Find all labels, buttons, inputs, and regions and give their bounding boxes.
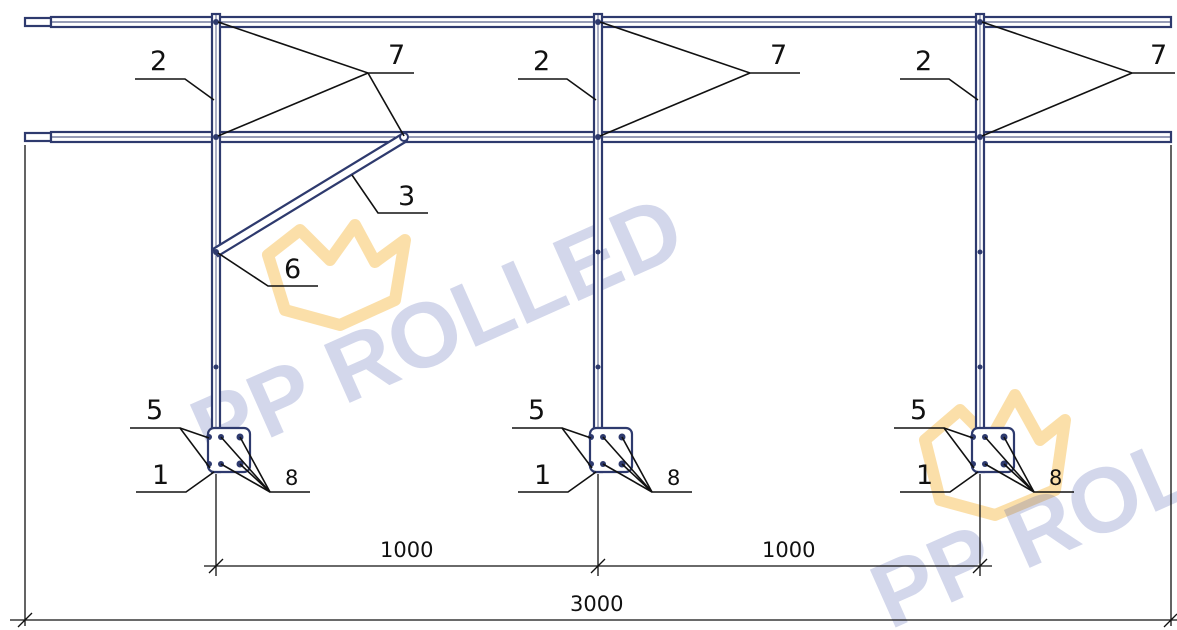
callout-brace-pin: 6 (284, 254, 301, 285)
post-middle (592, 12, 604, 474)
watermark-logo-center (262, 219, 411, 331)
callout-labels: 2 7 3 6 5 1 8 2 7 5 1 8 2 7 5 1 8 (146, 40, 1167, 491)
callout-plate-bolts-mid: 8 (667, 466, 680, 490)
callout-top-mid: 7 (770, 40, 787, 71)
callout-brace-plate-mid: 5 (528, 395, 545, 426)
callout-base-right: 1 (916, 460, 933, 491)
dimension-span-right: 1000 (762, 538, 815, 562)
base-plate-middle (588, 426, 634, 474)
callout-diagonal: 3 (398, 181, 415, 212)
callout-post-mid: 2 (533, 46, 550, 77)
callout-plate-bolts-right: 8 (1049, 466, 1062, 490)
post-right (974, 12, 986, 474)
callout-brace-left: 1 (152, 460, 169, 491)
watermark: PP ROLLED PP ROLL (177, 177, 1177, 630)
dimension-lines (10, 145, 1177, 628)
callout-plate-bolts-left: 8 (285, 466, 298, 490)
callout-brace-plate-left: 5 (146, 395, 163, 426)
callout-base-mid: 1 (534, 460, 551, 491)
callout-top-right: 7 (1150, 40, 1167, 71)
base-plate-left (206, 426, 252, 474)
joint-dots (213, 19, 983, 370)
watermark-text-right: PP ROLL (857, 394, 1177, 630)
callout-post-left: 2 (150, 46, 167, 77)
callout-post-right: 2 (915, 46, 932, 77)
callout-top-left: 7 (388, 40, 405, 71)
post-left (210, 12, 222, 474)
dimension-span-left: 1000 (380, 538, 433, 562)
leader-lines (130, 21, 1175, 493)
dimension-labels: 1000 1000 3000 (380, 538, 815, 616)
callout-brace-plate-right: 5 (910, 395, 927, 426)
base-plate-right (970, 426, 1016, 474)
dimension-overall: 3000 (570, 592, 623, 616)
